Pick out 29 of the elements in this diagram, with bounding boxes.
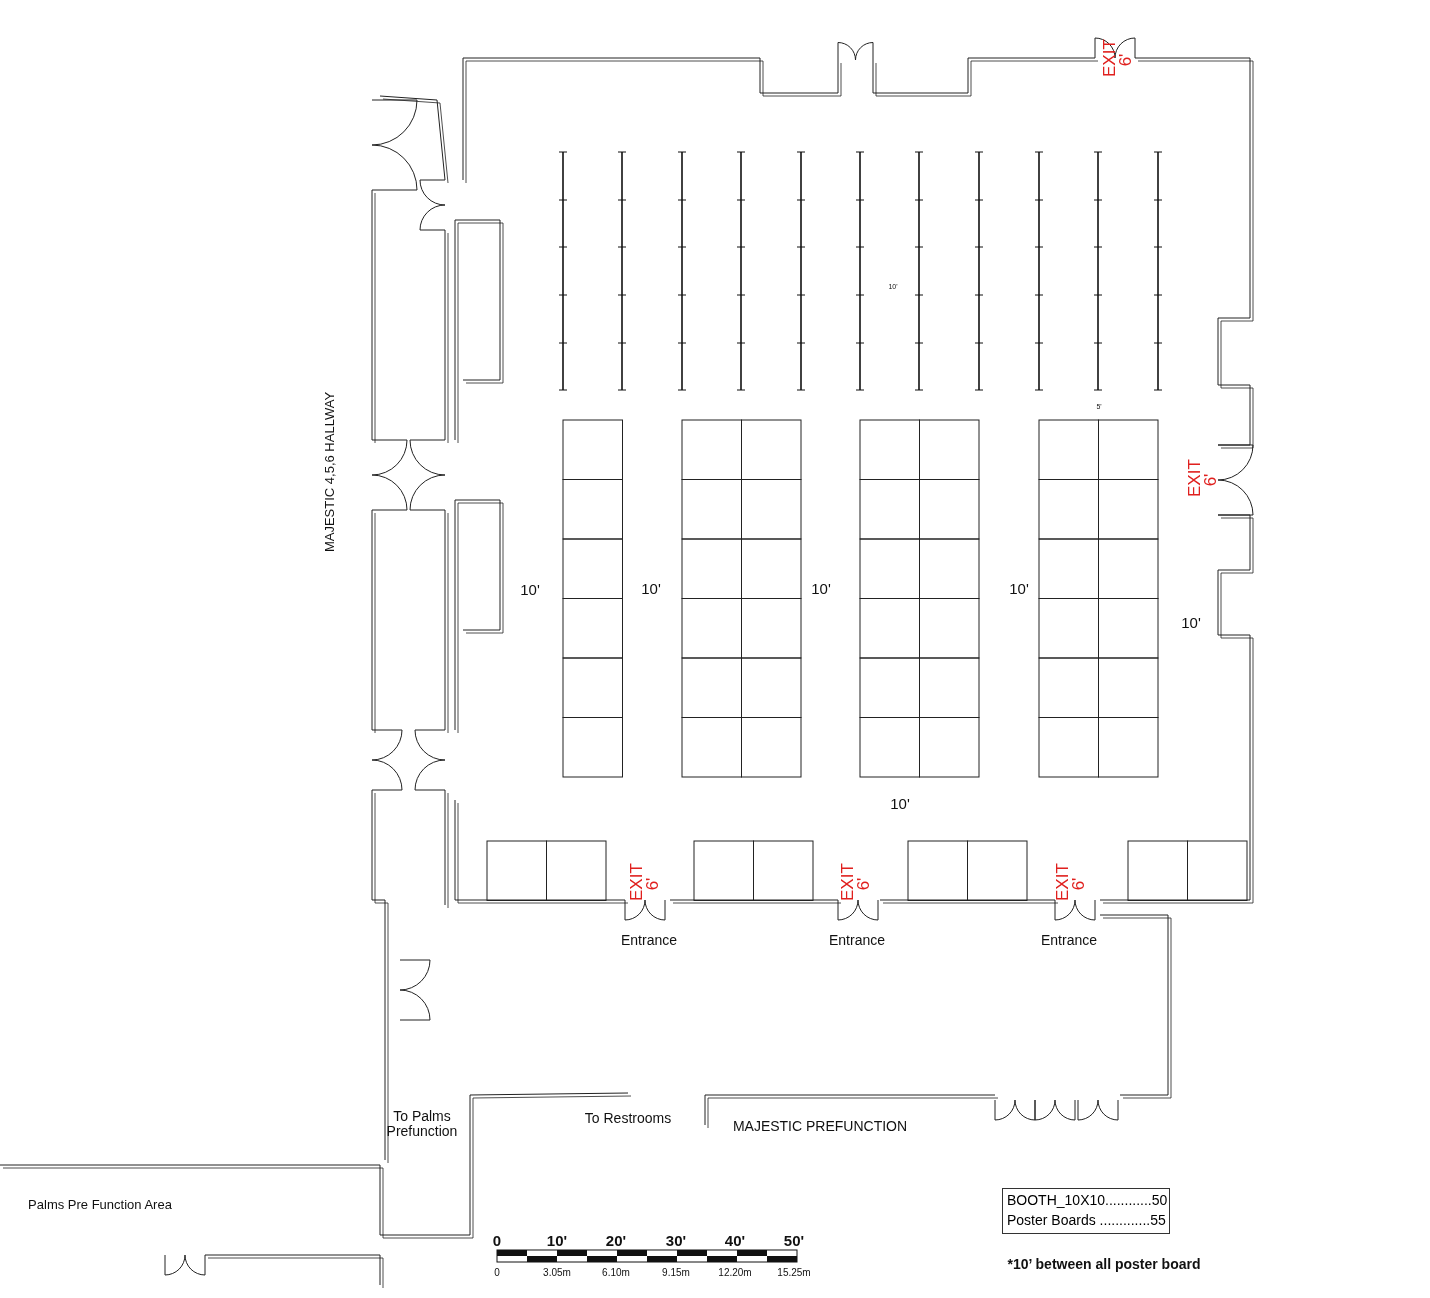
scale-label: 10' (546, 1232, 568, 1250)
dimension-label: 10' (1009, 580, 1029, 598)
entrance-label: Entrance (1041, 933, 1097, 949)
scale-label: 3.05m (543, 1266, 571, 1278)
area-label: MAJESTIC 4,5,6 HALLWAY (322, 391, 338, 553)
area-label: To Restrooms (584, 1111, 672, 1127)
scale-label: 30' (665, 1232, 687, 1250)
scale-label: 50' (783, 1232, 805, 1250)
scale-label: 20' (605, 1232, 627, 1250)
entrance-label: Entrance (621, 933, 677, 949)
dimension-label: 10' (811, 580, 831, 598)
scale-label: 9.15m (662, 1266, 690, 1278)
entrance-label: Entrance (829, 933, 885, 949)
scale-label: 15.25m (777, 1266, 811, 1278)
scale-label: 40' (724, 1232, 746, 1250)
area-label: To Palms Prefunction (385, 1108, 459, 1140)
area-label: MAJESTIC PREFUNCTION (732, 1119, 908, 1135)
scale-label: 0 (494, 1266, 500, 1278)
dimension-label: 10' (520, 581, 540, 599)
area-label: Palms Pre Function Area (28, 1197, 172, 1213)
dimension-label: 10' (641, 580, 661, 598)
legend-row: Poster Boards .............55 (1007, 1212, 1166, 1228)
dimension-label: 10' (890, 795, 910, 813)
footnote: *10’ between all poster board (1007, 1257, 1201, 1273)
dimension-label: 10' (1181, 614, 1201, 632)
legend-row: BOOTH_10X10............50 (1007, 1192, 1168, 1208)
scale-label: 0 (492, 1232, 502, 1250)
scale-label: 12.20m (718, 1266, 752, 1278)
scale-label: 6.10m (602, 1266, 630, 1278)
